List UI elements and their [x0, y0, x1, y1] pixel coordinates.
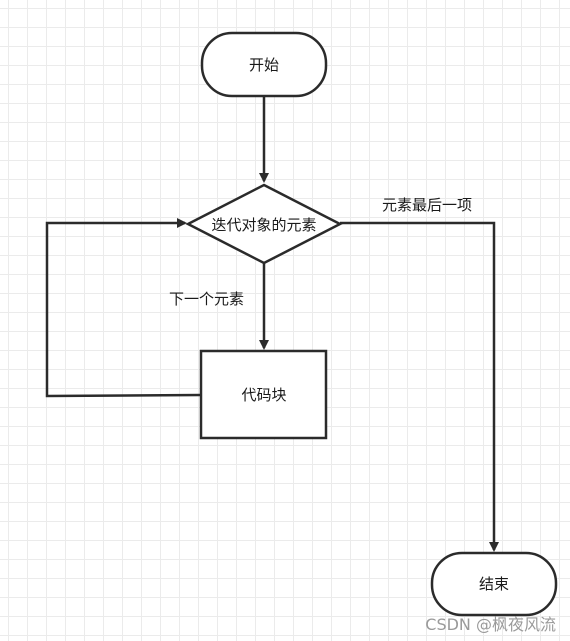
start-node: 开始: [200, 31, 328, 98]
start-node-label: 开始: [249, 56, 279, 74]
decision-node: 迭代对象的元素: [185, 183, 343, 265]
edge-decision-to-end: [340, 221, 499, 552]
end-node: 结束: [430, 551, 558, 617]
end-node-label: 结束: [479, 575, 509, 593]
edge-label-next-element: 下一个元素: [169, 290, 244, 308]
code-block-node-label: 代码块: [241, 386, 286, 404]
decision-node-label: 迭代对象的元素: [211, 216, 316, 234]
edge-codeblock-loop-back: [45, 218, 202, 398]
watermark: CSDN @枫夜风流: [425, 615, 556, 634]
code-block-node: 代码块: [199, 349, 328, 440]
edge-label-last-element: 元素最后一项: [382, 196, 472, 214]
